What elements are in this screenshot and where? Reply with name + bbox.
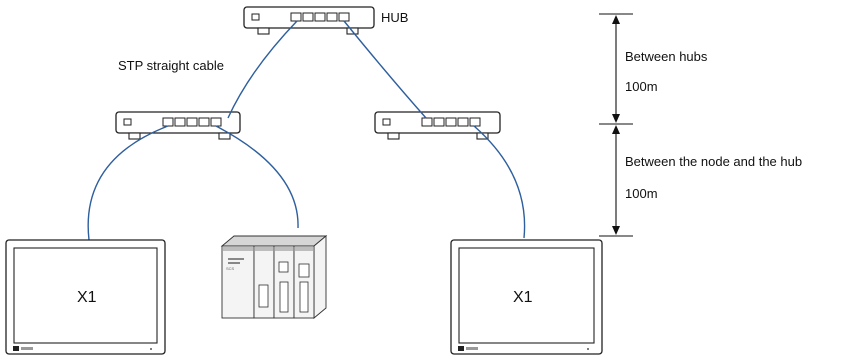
between-node-hub-distance: 100m xyxy=(625,186,658,201)
plc-ethernet-port xyxy=(298,263,310,278)
hub-label: HUB xyxy=(381,10,408,25)
hub-top xyxy=(243,6,375,35)
hub-top-port-4 xyxy=(326,12,338,22)
between-hubs-label: Between hubs xyxy=(625,49,708,64)
hub-top-port-3 xyxy=(314,12,326,22)
hub-top-port-5 xyxy=(338,12,350,22)
hub-right xyxy=(374,111,501,140)
cable-right-hub-to-right-panel xyxy=(473,125,526,239)
hub-top-port-2 xyxy=(302,12,314,22)
hub-left-port-3 xyxy=(186,117,198,127)
between-hubs-distance: 100m xyxy=(625,79,658,94)
hub-right-port-3 xyxy=(445,117,457,127)
hub-right-port-1 xyxy=(421,117,433,127)
hub-right-port-4 xyxy=(457,117,469,127)
cable-top-to-left-hub xyxy=(227,20,298,119)
panel-right-logo-icon xyxy=(458,346,464,351)
distance-scale xyxy=(599,13,633,237)
touch-panel-left xyxy=(5,239,166,355)
hub-right-led xyxy=(382,118,391,126)
hub-right-port-5 xyxy=(469,117,481,127)
hub-left-port-2 xyxy=(174,117,186,127)
hub-top-port-1 xyxy=(290,12,302,22)
hub-left xyxy=(115,111,241,140)
panel-left-logo-icon xyxy=(13,346,19,351)
hub-right-port-2 xyxy=(433,117,445,127)
cable-top-to-right-hub xyxy=(343,20,427,119)
plc-cpu-module xyxy=(221,245,255,319)
cable-label: STP straight cable xyxy=(118,58,224,73)
hub-left-led xyxy=(123,118,132,126)
between-node-hub-label: Between the node and the hub xyxy=(625,154,802,169)
hub-left-port-5 xyxy=(210,117,222,127)
touch-panel-right-label: X1 xyxy=(513,289,533,306)
cable-left-hub-to-left-panel xyxy=(87,125,169,241)
plc-rack xyxy=(220,235,328,319)
touch-panel-left-label: X1 xyxy=(77,289,97,306)
plc-model-text: SCS xyxy=(226,266,235,271)
hub-left-port-4 xyxy=(198,117,210,127)
hub-left-port-1 xyxy=(162,117,174,127)
touch-panel-right xyxy=(450,239,603,355)
hub-top-led xyxy=(251,13,260,21)
cable-left-hub-to-plc xyxy=(215,125,299,229)
